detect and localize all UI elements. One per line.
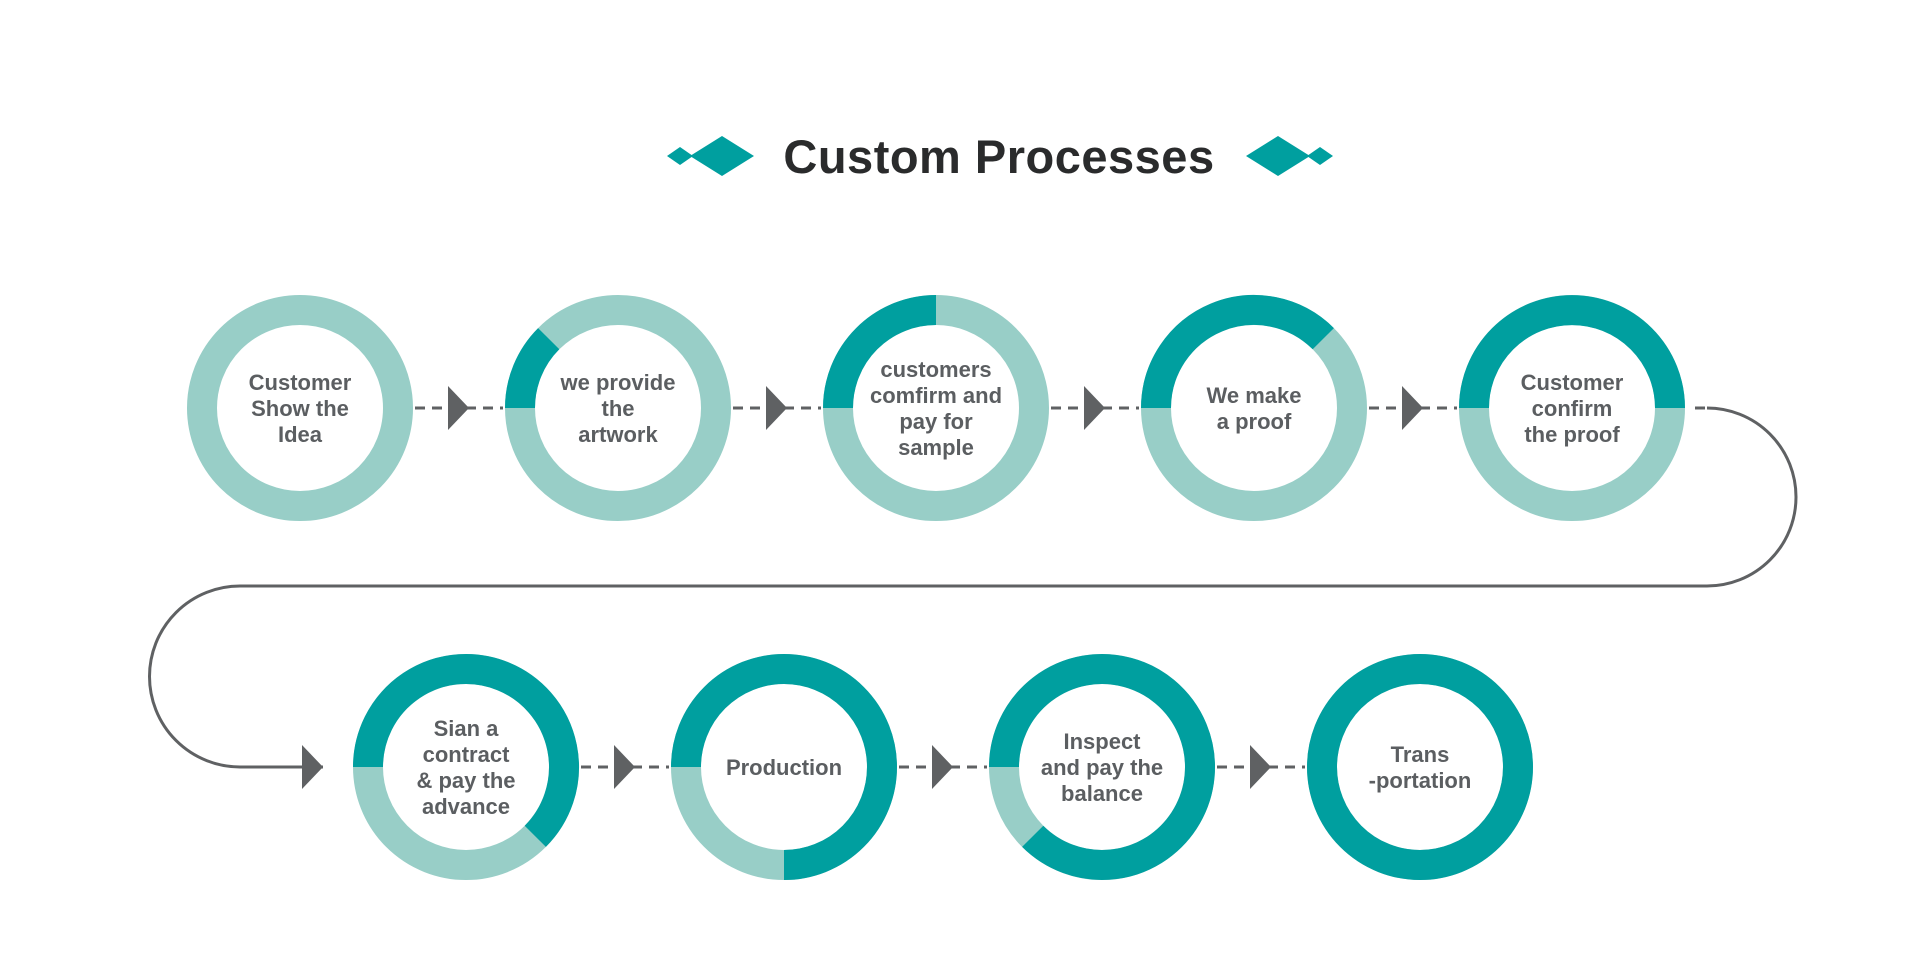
step-label-line: and pay the bbox=[1041, 755, 1163, 780]
arrow-right-icon bbox=[1250, 745, 1271, 789]
step-label-line: Trans bbox=[1391, 742, 1450, 767]
step-label-line: Sian a bbox=[434, 716, 500, 741]
step-label-line: & pay the bbox=[416, 768, 515, 793]
step-label-line: contract bbox=[423, 742, 510, 767]
step-label-line: Customer bbox=[1521, 370, 1624, 395]
ring-progress bbox=[1141, 295, 1334, 409]
step-label-line: Inspect bbox=[1063, 729, 1141, 754]
arrow-right-icon bbox=[448, 386, 469, 430]
step-label-line: Show the bbox=[251, 396, 349, 421]
step-label-line: the proof bbox=[1524, 422, 1620, 447]
step-label-line: sample bbox=[898, 435, 974, 460]
ring-progress bbox=[671, 654, 897, 880]
ring-progress bbox=[1307, 654, 1533, 880]
ring-progress bbox=[823, 295, 937, 409]
diamond-large-left-icon bbox=[690, 136, 754, 176]
connectors bbox=[148, 386, 1798, 789]
step-label-line: comfirm and bbox=[870, 383, 1002, 408]
ring-track bbox=[187, 295, 413, 521]
arrow-right-icon bbox=[302, 745, 323, 789]
step-label-line: Production bbox=[726, 755, 842, 780]
step-label-line: -portation bbox=[1369, 768, 1472, 793]
step-label-line: We make bbox=[1207, 383, 1302, 408]
title-decoration bbox=[667, 136, 1333, 176]
ring-progress bbox=[989, 654, 1215, 880]
diamond-large-right-icon bbox=[1246, 136, 1310, 176]
diamond-small-right-icon bbox=[1307, 147, 1333, 165]
step-label-line: the bbox=[602, 396, 635, 421]
step-label-line: confirm bbox=[1532, 396, 1613, 421]
step-label-line: advance bbox=[422, 794, 510, 819]
arrow-right-icon bbox=[766, 386, 787, 430]
title-bar: Custom Processes bbox=[0, 128, 1920, 188]
arrow-right-icon bbox=[1402, 386, 1423, 430]
return-connector bbox=[148, 406, 1798, 769]
step-label-line: artwork bbox=[578, 422, 658, 447]
arrow-right-icon bbox=[614, 745, 635, 789]
step-label-line: a proof bbox=[1217, 409, 1292, 434]
step-label-line: pay for bbox=[899, 409, 973, 434]
ring-progress bbox=[505, 328, 560, 409]
ring-progress bbox=[353, 654, 579, 847]
step-label-line: customers bbox=[880, 357, 991, 382]
step-label-line: Idea bbox=[278, 422, 323, 447]
step-label-line: we provide bbox=[560, 370, 676, 395]
process-step: Trans-portation bbox=[1307, 654, 1533, 880]
step-label-line: balance bbox=[1061, 781, 1143, 806]
ring-progress bbox=[1459, 295, 1685, 409]
process-step: Production bbox=[671, 654, 897, 880]
arrow-right-icon bbox=[932, 745, 953, 789]
page-title: Custom Processes bbox=[783, 130, 1215, 183]
step-label-line: Customer bbox=[249, 370, 352, 395]
diamond-small-left-icon bbox=[667, 147, 693, 165]
arrow-right-icon bbox=[1084, 386, 1105, 430]
